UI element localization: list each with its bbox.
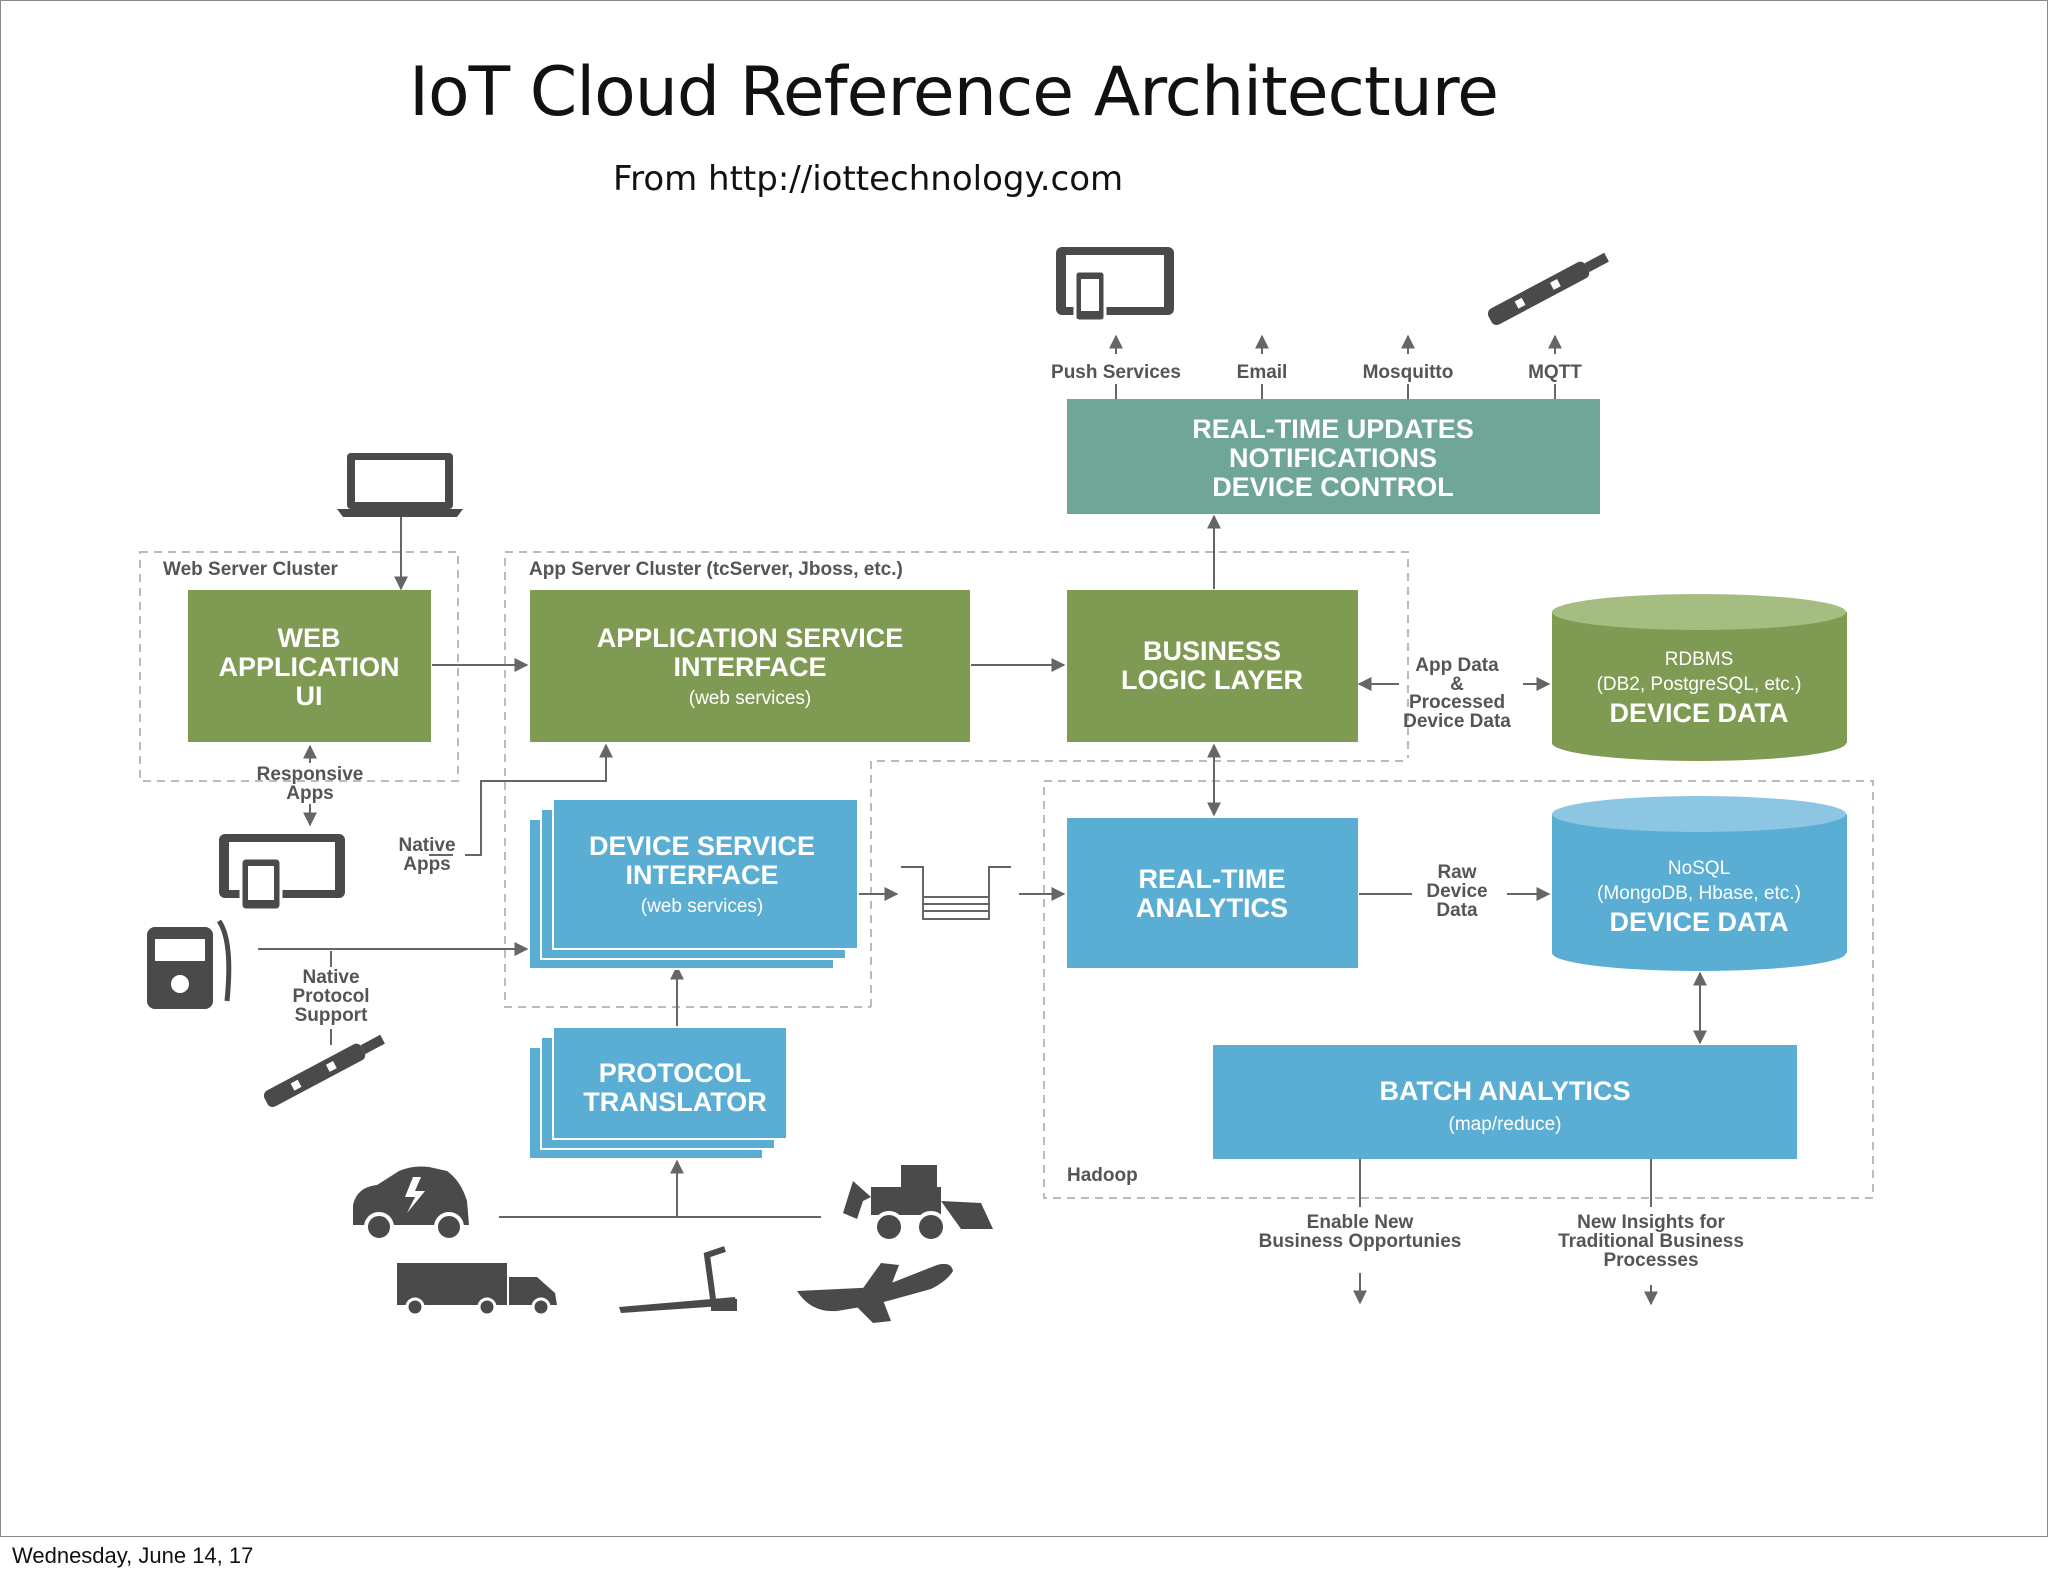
- sensor-stick-icon: [263, 1034, 385, 1108]
- app-cluster-inner-edge: [870, 760, 1408, 1007]
- application-service-interface-box: [530, 590, 970, 742]
- nosql-line3: DEVICE DATA: [1609, 907, 1788, 937]
- meter-device-icon: [147, 919, 232, 1009]
- realtime-updates-line3: DEVICE CONTROL: [1212, 472, 1454, 502]
- device-service-line2: INTERFACE: [625, 860, 778, 890]
- device-service-interface-stack: [528, 798, 859, 970]
- laptop-icon: [337, 453, 463, 517]
- app-data-label-2: &: [1450, 674, 1464, 695]
- app-service-line2: INTERFACE: [673, 652, 826, 682]
- raw-device-data-label-2: Device: [1426, 881, 1487, 902]
- footer-date: Wednesday, June 14, 17: [12, 1543, 254, 1568]
- rdbms-line2: (DB2, PostgreSQL, etc.): [1597, 674, 1802, 695]
- tablet-icon: [1056, 247, 1174, 323]
- airplane-icon: [797, 1263, 953, 1323]
- protocol-translator-line2: TRANSLATOR: [583, 1087, 767, 1117]
- truck-icon: [397, 1263, 557, 1317]
- slide-title: IoT Cloud Reference Architecture: [409, 53, 1499, 132]
- realtime-analytics-line1: REAL-TIME: [1139, 864, 1286, 894]
- new-insights-label-1: New Insights for: [1577, 1212, 1725, 1233]
- realtime-updates-line2: NOTIFICATIONS: [1229, 443, 1437, 473]
- rdbms-device-data-cylinder: [1552, 594, 1847, 761]
- batch-analytics-box: [1213, 1045, 1797, 1159]
- web-app-line2: APPLICATION: [219, 652, 400, 682]
- tablet-phone-icon: [219, 834, 345, 912]
- usb-sensor-icon: [1487, 252, 1609, 326]
- mosquitto-label: Mosquitto: [1363, 362, 1454, 383]
- native-apps-label-2: Apps: [403, 854, 451, 875]
- treadmill-icon: [619, 1246, 737, 1313]
- protocol-translator-line1: PROTOCOL: [599, 1058, 752, 1088]
- business-logic-layer-box: [1067, 590, 1358, 742]
- rdbms-line3: DEVICE DATA: [1609, 698, 1788, 728]
- email-label: Email: [1237, 362, 1288, 383]
- web-app-line1: WEB: [278, 623, 341, 653]
- realtime-updates-box: [1067, 399, 1600, 514]
- architecture-diagram: Web Server Cluster App Server Cluster (t…: [139, 247, 1874, 1323]
- business-line2: LOGIC LAYER: [1121, 665, 1303, 695]
- nosql-line2: (MongoDB, Hbase, etc.): [1597, 883, 1801, 904]
- hadoop-cluster-label: Hadoop: [1067, 1165, 1138, 1186]
- native-protocol-label-1: Native: [302, 967, 359, 988]
- new-insights-label-3: Processes: [1603, 1250, 1698, 1271]
- slide-subtitle: From http://iottechnology.com: [613, 159, 1124, 199]
- batch-analytics-line1: BATCH ANALYTICS: [1379, 1076, 1630, 1106]
- new-insights-label-2: Traditional Business: [1558, 1231, 1744, 1252]
- device-service-sub: (web services): [641, 896, 763, 917]
- web-server-cluster: [139, 551, 459, 782]
- hadoop-cluster: [1043, 780, 1874, 1199]
- raw-device-data-label-3: Data: [1436, 900, 1478, 921]
- app-service-line1: APPLICATION SERVICE: [597, 623, 904, 653]
- backhoe-icon: [843, 1165, 993, 1243]
- electric-car-icon: [353, 1166, 469, 1242]
- raw-device-data-label-1: Raw: [1437, 862, 1476, 883]
- app-data-label-4: Device Data: [1403, 711, 1511, 732]
- app-service-sub: (web services): [689, 688, 811, 709]
- business-line1: BUSINESS: [1143, 636, 1281, 666]
- responsive-apps-label-2: Apps: [286, 783, 334, 804]
- protocol-translator-stack: [528, 1026, 788, 1160]
- web-application-ui-box: [188, 590, 431, 742]
- app-data-label-1: App Data: [1415, 655, 1499, 676]
- native-protocol-label-2: Protocol: [292, 986, 369, 1007]
- enable-new-label-1: Enable New: [1307, 1212, 1414, 1233]
- nosql-device-data-cylinder: [1552, 796, 1847, 971]
- mqtt-label: MQTT: [1528, 362, 1582, 383]
- rdbms-line1: RDBMS: [1665, 649, 1734, 670]
- slide: IoT Cloud Reference Architecture From ht…: [0, 0, 2048, 1537]
- native-apps-arrow: [465, 743, 613, 856]
- nosql-line1: NoSQL: [1668, 858, 1730, 879]
- queue-icon: [901, 866, 1011, 920]
- responsive-apps-label-1: Responsive: [257, 764, 364, 785]
- device-service-line1: DEVICE SERVICE: [589, 831, 815, 861]
- realtime-analytics-line2: ANALYTICS: [1136, 893, 1288, 923]
- app-data-label-3: Processed: [1409, 692, 1505, 713]
- web-app-line3: UI: [296, 681, 323, 711]
- push-services-label: Push Services: [1051, 362, 1181, 383]
- batch-analytics-sub: (map/reduce): [1449, 1114, 1562, 1135]
- web-server-cluster-label: Web Server Cluster: [163, 559, 339, 580]
- native-apps-label-1: Native: [398, 835, 455, 856]
- realtime-analytics-box: [1067, 818, 1358, 968]
- realtime-updates-line1: REAL-TIME UPDATES: [1192, 414, 1474, 444]
- app-server-cluster-label: App Server Cluster (tcServer, Jboss, etc…: [529, 559, 903, 580]
- native-protocol-label-3: Support: [295, 1005, 368, 1026]
- enable-new-label-2: Business Opportunies: [1259, 1231, 1462, 1252]
